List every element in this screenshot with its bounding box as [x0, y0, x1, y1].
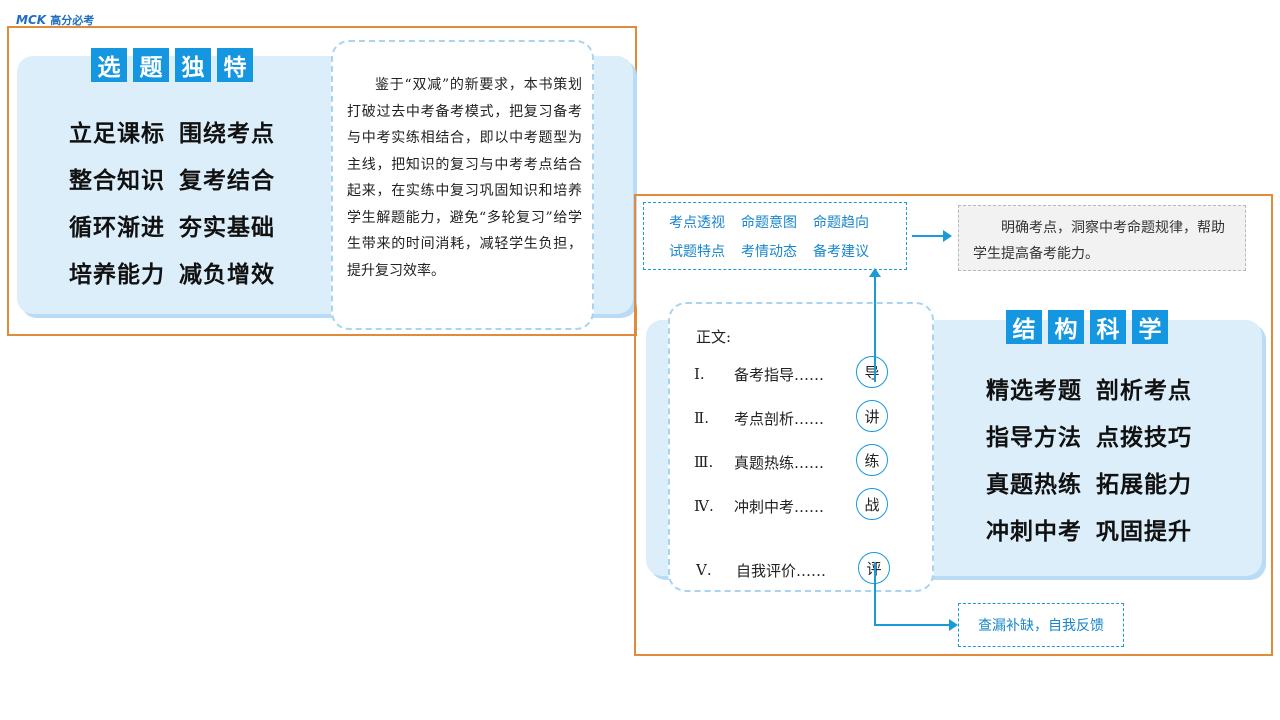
toc-number: Ⅲ. [694, 453, 714, 471]
feature-list: 精选考题 剖析考点 指导方法 点拨技巧 真题热练 拓展能力 冲刺中考 巩固提升 [986, 368, 1246, 556]
exam-tag: 命题意图 [741, 215, 797, 231]
feature-phrase: 拓展能力 [1096, 472, 1192, 498]
title-char: 学 [1132, 310, 1168, 344]
title-char: 题 [133, 48, 169, 82]
feature-line: 立足课标 围绕考点 [69, 111, 329, 158]
toc-label: 自我评价…… [736, 561, 827, 580]
toc-item: Ⅳ. 冲刺中考…… 战 [694, 488, 924, 524]
feature-phrase: 巩固提升 [1096, 519, 1192, 545]
exam-tag: 备考建议 [813, 244, 869, 260]
feature-phrase: 剖析考点 [1096, 378, 1192, 404]
toc-badge: 练 [856, 444, 888, 476]
exam-tag: 试题特点 [669, 244, 725, 260]
contents-heading: 正文: [696, 328, 732, 346]
arrow-right-icon [912, 230, 952, 242]
feature-line: 循环渐进 夯实基础 [69, 205, 329, 252]
connector-line [874, 562, 876, 626]
title-char: 构 [1048, 310, 1084, 344]
toc-number: Ⅴ. [696, 561, 712, 579]
feature-line: 指导方法 点拨技巧 [986, 415, 1246, 462]
feature-line: 真题热练 拓展能力 [986, 462, 1246, 509]
toc-label: 冲刺中考…… [734, 497, 825, 516]
goal-text: 明确考点，洞察中考命题规律，帮助学生提高备考能力。 [973, 220, 1225, 262]
feature-phrase: 循环渐进 [69, 215, 165, 241]
feedback-box: 查漏补缺，自我反馈 [958, 603, 1124, 647]
feature-phrase: 复考结合 [179, 168, 275, 194]
goal-note: 明确考点，洞察中考命题规律，帮助学生提高备考能力。 [958, 205, 1246, 271]
toc-label: 真题热练…… [734, 453, 825, 472]
arrow-up-icon [869, 268, 881, 382]
feature-phrase: 指导方法 [986, 425, 1082, 451]
exam-tag: 考情动态 [741, 244, 797, 260]
feature-phrase: 立足课标 [69, 121, 165, 147]
feature-phrase: 培养能力 [69, 262, 165, 288]
feature-line: 冲刺中考 巩固提升 [986, 509, 1246, 556]
feature-list: 立足课标 围绕考点 整合知识 复考结合 循环渐进 夯实基础 培养能力 减负增效 [69, 111, 329, 299]
toc-item: Ⅲ. 真题热练…… 练 [694, 444, 924, 480]
exam-tags-box: 考点透视 命题意图 命题趋向 试题特点 考情动态 备考建议 [643, 202, 907, 270]
contents-card: 正文: Ⅴ. 自我评价…… 评 [668, 302, 934, 592]
toc-label: 考点剖析…… [734, 409, 825, 428]
feature-panel-structure: 考点透视 命题意图 命题趋向 试题特点 考情动态 备考建议 明确考点，洞察中考命… [634, 194, 1273, 656]
toc-item: Ⅱ. 考点剖析…… 讲 [694, 400, 924, 436]
arrow-right-icon [874, 619, 958, 631]
title-char: 独 [175, 48, 211, 82]
toc-item: Ⅴ. 自我评价…… 评 [696, 552, 926, 588]
feature-line: 培养能力 减负增效 [69, 252, 329, 299]
description-card: 鉴于“双减”的新要求，本书策划打破过去中考备考模式，把复习备考与中考实练相结合，… [331, 40, 594, 330]
feature-phrase: 围绕考点 [179, 121, 275, 147]
tag-row: 试题特点 考情动态 备考建议 [669, 241, 869, 261]
logo-text: MCK [16, 13, 47, 27]
panel-title: 结 构 科 学 [1006, 310, 1168, 344]
feature-phrase: 减负增效 [179, 262, 275, 288]
exam-tag: 考点透视 [669, 215, 725, 231]
toc-number: Ⅳ. [694, 497, 714, 515]
title-char: 选 [91, 48, 127, 82]
toc-badge: 战 [856, 488, 888, 520]
toc-number: Ⅱ. [694, 409, 709, 427]
feature-line: 精选考题 剖析考点 [986, 368, 1246, 415]
toc-badge: 讲 [856, 400, 888, 432]
feature-phrase: 点拨技巧 [1096, 425, 1192, 451]
feature-panel-selection: 选 题 独 特 立足课标 围绕考点 整合知识 复考结合 循环渐进 夯实基础 培养… [7, 26, 637, 336]
toc-item: Ⅰ. 备考指导…… 导 [694, 356, 924, 392]
feature-phrase: 整合知识 [69, 168, 165, 194]
title-char: 结 [1006, 310, 1042, 344]
feature-line: 整合知识 复考结合 [69, 158, 329, 205]
logo-subtext: 高分必考 [50, 14, 95, 27]
feature-phrase: 精选考题 [986, 378, 1082, 404]
description-text: 鉴于“双减”的新要求，本书策划打破过去中考备考模式，把复习备考与中考实练相结合，… [347, 77, 582, 279]
toc-number: Ⅰ. [694, 365, 705, 383]
panel-title: 选 题 独 特 [91, 48, 253, 82]
feature-phrase: 夯实基础 [179, 215, 275, 241]
toc-label: 备考指导…… [734, 365, 825, 384]
tag-row: 考点透视 命题意图 命题趋向 [669, 212, 869, 232]
exam-tag: 命题趋向 [813, 215, 869, 231]
title-char: 科 [1090, 310, 1126, 344]
feature-phrase: 冲刺中考 [986, 519, 1082, 545]
brand-logo: MCK 高分必考 [16, 12, 94, 28]
toc-badge: 导 [856, 356, 888, 388]
feature-phrase: 真题热练 [986, 472, 1082, 498]
title-char: 特 [217, 48, 253, 82]
